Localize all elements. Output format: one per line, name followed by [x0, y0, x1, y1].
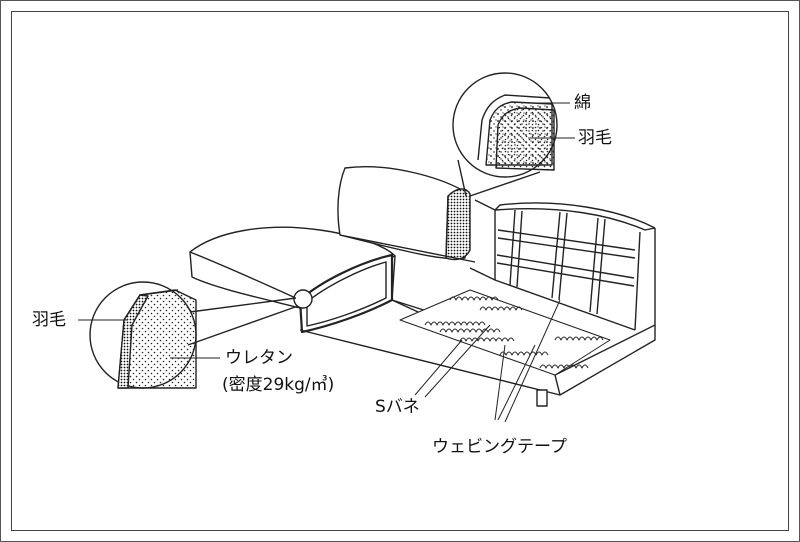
seat-zoom-marker [293, 289, 313, 309]
seat-cross-section [298, 253, 394, 334]
label-feather-back: 羽毛 [578, 128, 612, 148]
label-density: (密度29kg/㎥) [222, 375, 335, 395]
label-feather-seat: 羽毛 [32, 310, 66, 330]
label-s-spring: Sバネ [375, 397, 420, 417]
back-zoom-detail [452, 72, 558, 178]
back-cushion [337, 166, 471, 261]
label-webbing-tape: ウェビングテープ [432, 437, 567, 457]
back-zoom-connector [457, 159, 467, 197]
leader-lines [78, 102, 575, 423]
label-cotton: 綿 [574, 93, 591, 113]
seat-zoom-connector [189, 297, 297, 313]
seat-zoom-detail [89, 281, 197, 389]
label-urethane: ウレタン [225, 348, 293, 368]
seat-frame [469, 199, 656, 331]
inner-frame [11, 11, 789, 531]
